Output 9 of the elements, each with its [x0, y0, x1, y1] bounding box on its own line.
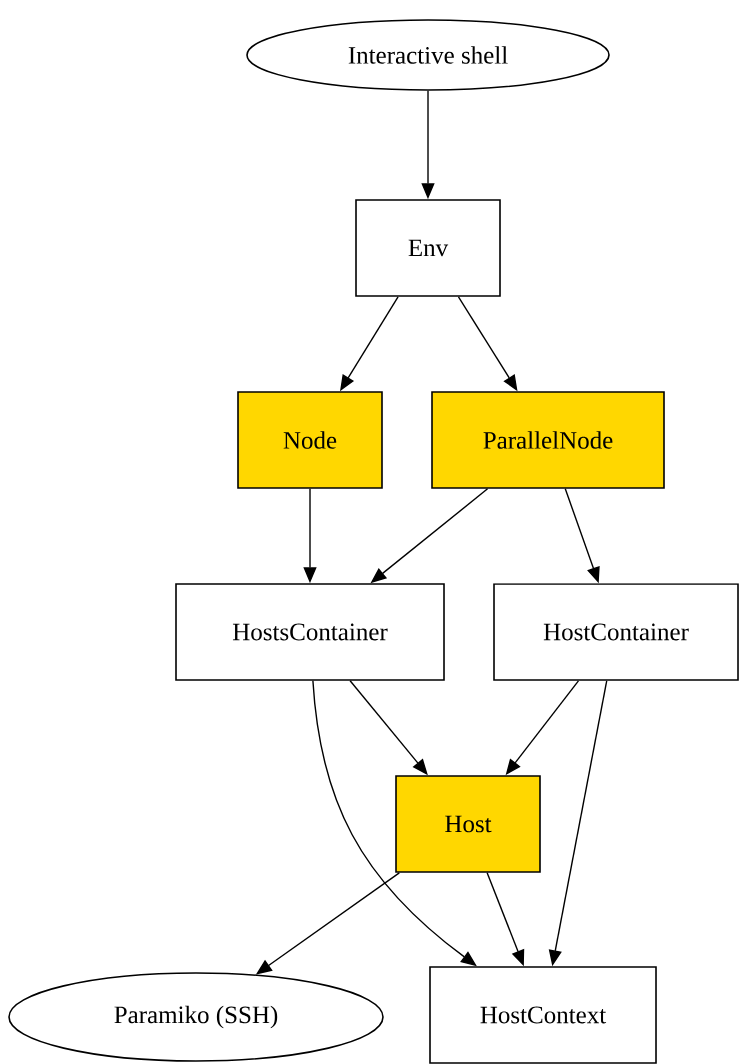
- ellipse-node: Interactive shell: [246, 19, 610, 91]
- process-box: Env: [355, 199, 501, 297]
- process-box: HostContext: [429, 966, 657, 1064]
- process-box: HostsContainer: [175, 583, 445, 681]
- process-box: HostContainer: [493, 583, 739, 681]
- process-box: ParallelNode: [431, 391, 665, 489]
- process-box: Node: [237, 391, 383, 489]
- process-box: Host: [395, 775, 541, 873]
- ellipse-node: Paramiko (SSH): [8, 972, 384, 1062]
